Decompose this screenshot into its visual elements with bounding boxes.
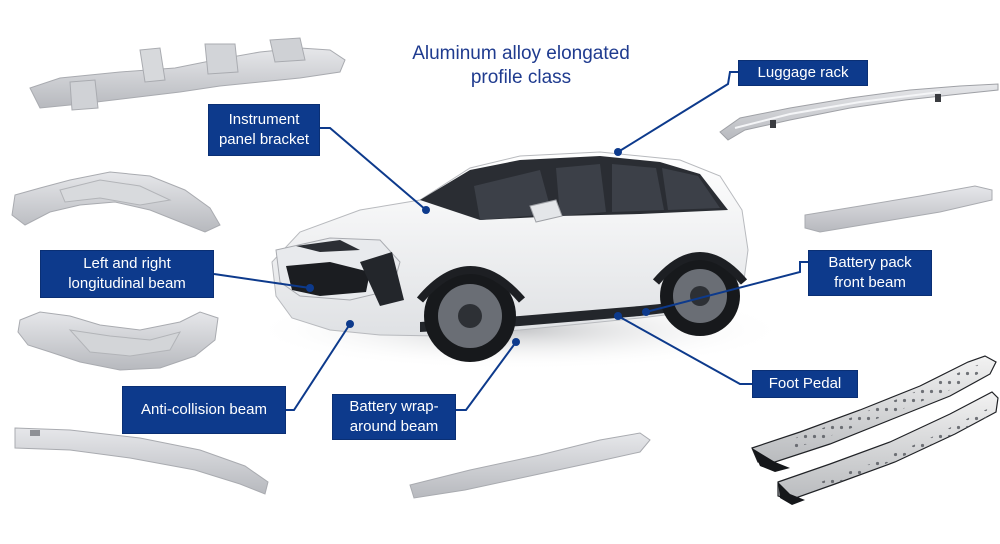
label-battery-wraparound-beam: Battery wrap-around beam — [332, 394, 456, 440]
label-left-right-longitudinal-beam: Left and right longitudinal beam — [40, 250, 214, 298]
label-battery-pack-front-beam: Battery pack front beam — [808, 250, 932, 296]
leader-battery-pack-front-beam — [645, 261, 808, 313]
leader-foot-pedal — [617, 315, 752, 385]
leader-battery-wraparound-beam — [456, 341, 517, 411]
foot-pedal-part — [751, 355, 999, 505]
leader-luggage-rack — [617, 71, 740, 153]
left-longitudinal-beam-casting-bottom — [17, 311, 219, 371]
leader-instrument-panel-bracket — [318, 127, 427, 211]
label-foot-pedal: Foot Pedal — [752, 370, 858, 398]
luggage-rack-part — [719, 83, 999, 141]
leader-dots — [306, 148, 650, 346]
diagram-title: Aluminum alloy elongated profile class — [412, 43, 630, 88]
instrument-panel-bracket-part — [29, 37, 346, 111]
label-luggage-rack: Luggage rack — [738, 60, 868, 86]
leader-left-right-longitudinal-beam — [213, 273, 311, 289]
leader-anti-collision-beam — [286, 323, 351, 411]
label-anti-collision-beam: Anti-collision beam — [122, 386, 286, 434]
left-longitudinal-beam-casting-top — [11, 171, 221, 233]
battery-pack-front-beam-part — [804, 185, 993, 233]
anti-collision-beam-part — [14, 427, 269, 495]
leader-lines — [213, 71, 808, 411]
label-instrument-panel-bracket: Instrument panel bracket — [208, 104, 320, 156]
battery-wraparound-beam-part — [409, 432, 651, 499]
suv-car-illustration — [250, 151, 790, 370]
